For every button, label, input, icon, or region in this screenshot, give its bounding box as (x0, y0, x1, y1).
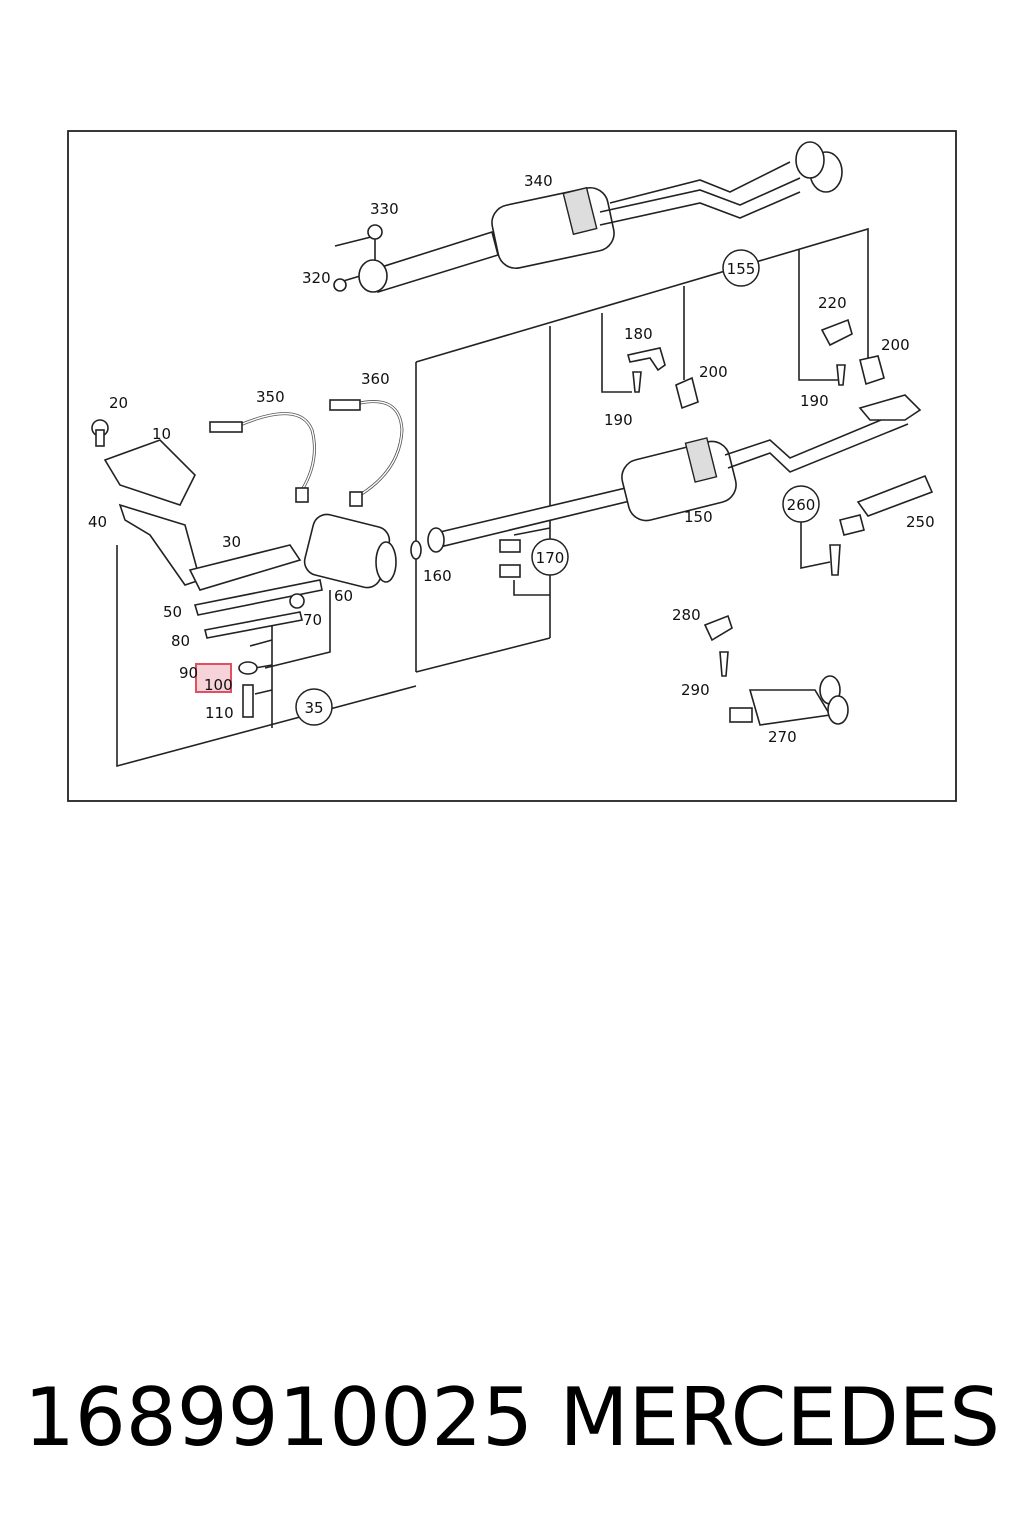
center-silencer (410, 394, 922, 560)
label-330[interactable]: 330 (370, 200, 399, 218)
label-200-left[interactable]: 200 (699, 363, 728, 381)
label-110[interactable]: 110 (205, 704, 234, 722)
diagram-frame (67, 130, 957, 802)
svg-text:35: 35 (304, 699, 323, 717)
label-270[interactable]: 270 (768, 728, 797, 746)
label-220[interactable]: 220 (818, 294, 847, 312)
label-100[interactable]: 100 (204, 676, 233, 694)
label-60[interactable]: 60 (334, 587, 353, 605)
highlight-box-100[interactable] (195, 663, 232, 693)
fasteners (238, 318, 934, 718)
label-320[interactable]: 320 (302, 269, 331, 287)
label-150[interactable]: 150 (684, 508, 713, 526)
callout-35[interactable]: 35 (295, 688, 333, 726)
label-250[interactable]: 250 (906, 513, 935, 531)
label-280[interactable]: 280 (672, 606, 701, 624)
label-190-right[interactable]: 190 (800, 392, 829, 410)
rear-silencer (358, 141, 843, 294)
label-290[interactable]: 290 (681, 681, 710, 699)
exhaust-manifold (91, 419, 397, 639)
part-number-caption: 1689910025 (24, 1371, 533, 1464)
label-180[interactable]: 180 (624, 325, 653, 343)
oxygen-sensors (209, 399, 404, 507)
svg-text:155: 155 (727, 260, 756, 278)
label-50[interactable]: 50 (163, 603, 182, 621)
tailpipe-tips (729, 675, 849, 726)
label-40[interactable]: 40 (88, 513, 107, 531)
clamp-and-nut (333, 224, 383, 292)
svg-text:170: 170 (536, 549, 565, 567)
label-80[interactable]: 80 (171, 632, 190, 650)
label-10[interactable]: 10 (152, 425, 171, 443)
brand-caption: MERCEDES (559, 1371, 1000, 1464)
label-350[interactable]: 350 (256, 388, 285, 406)
callout-260[interactable]: 260 (782, 485, 820, 523)
label-90[interactable]: 90 (179, 664, 198, 682)
callout-170[interactable]: 170 (531, 538, 569, 576)
part-labels: 340 330 320 180 220 200 200 190 190 360 … (88, 172, 935, 746)
label-30[interactable]: 30 (222, 533, 241, 551)
label-20[interactable]: 20 (109, 394, 128, 412)
callout-155[interactable]: 155 (722, 249, 760, 287)
label-360[interactable]: 360 (361, 370, 390, 388)
label-340[interactable]: 340 (524, 172, 553, 190)
label-160[interactable]: 160 (423, 567, 452, 585)
label-70[interactable]: 70 (303, 611, 322, 629)
label-190-left[interactable]: 190 (604, 411, 633, 429)
label-200-right[interactable]: 200 (881, 336, 910, 354)
svg-text:260: 260 (787, 496, 816, 514)
